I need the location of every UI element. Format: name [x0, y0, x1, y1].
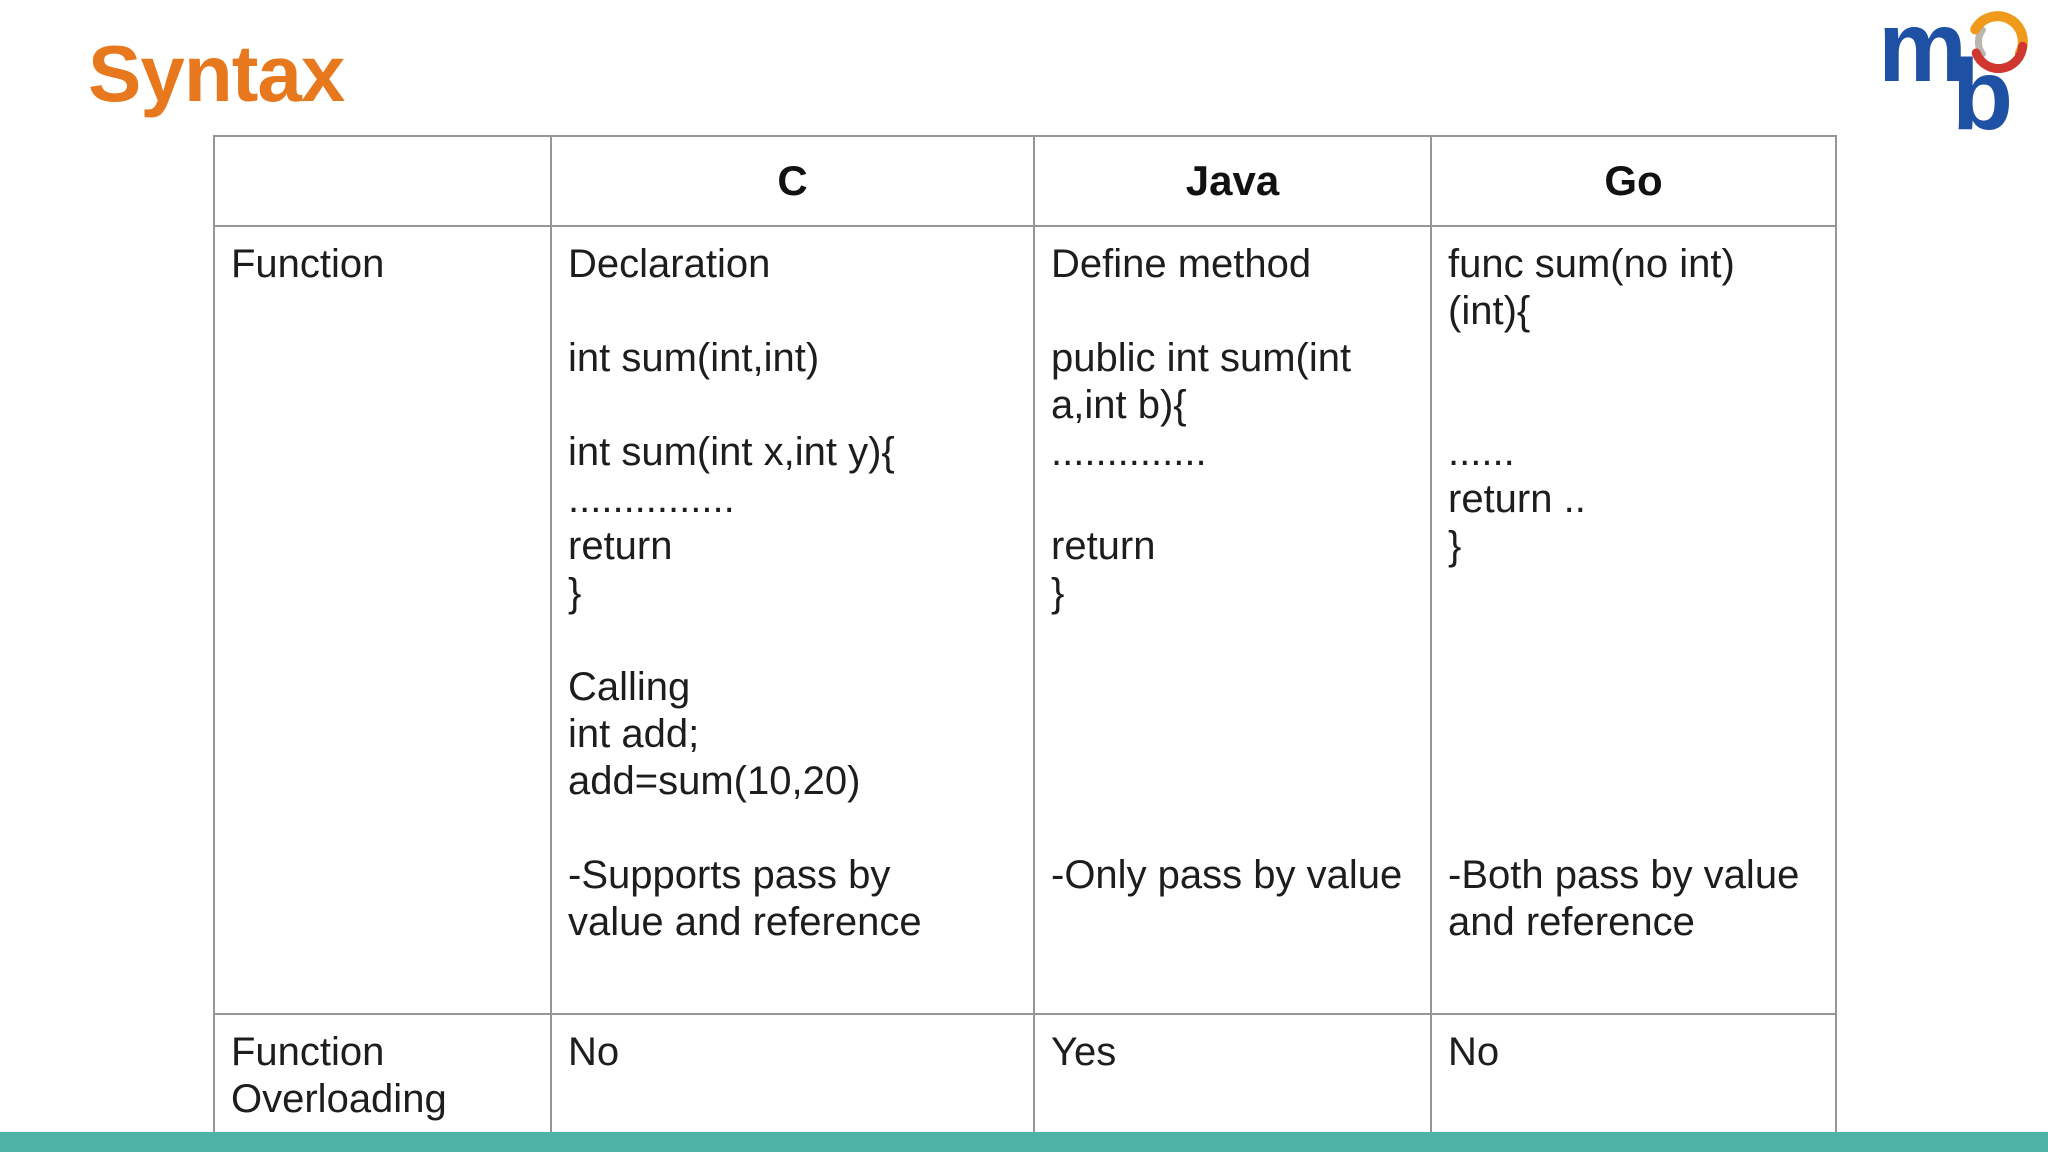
- table-row-function-overloading: Function Overloading No Yes No: [213, 1013, 1837, 1149]
- column-header-java: Java: [1033, 135, 1432, 227]
- column-header-c: C: [550, 135, 1035, 227]
- cell-function-c: Declaration int sum(int,int) int sum(int…: [550, 225, 1035, 1015]
- column-header-blank: [213, 135, 552, 227]
- syntax-comparison-table: C Java Go Function Declaration int sum(i…: [213, 135, 1837, 1149]
- logo-swirl-icon: [1970, 11, 2028, 74]
- footer-accent-bar: [0, 1132, 2048, 1152]
- cell-overloading-go: No: [1430, 1013, 1837, 1149]
- header-row: C Java Go: [213, 135, 1837, 227]
- brand-logo-graphic: m b: [1878, 0, 2028, 151]
- row-label-function-overloading: Function Overloading: [213, 1013, 552, 1149]
- slide-title: Syntax: [88, 29, 345, 118]
- cell-overloading-c: No: [550, 1013, 1035, 1149]
- cell-function-go: func sum(no int) (int){ ...... return ..…: [1430, 225, 1837, 1015]
- cell-function-java: Define method public int sum(int a,int b…: [1033, 225, 1432, 1015]
- column-header-go: Go: [1430, 135, 1837, 227]
- table-row-function: Function Declaration int sum(int,int) in…: [213, 225, 1837, 1015]
- row-label-function: Function: [213, 225, 552, 1015]
- logo-letter-m: m: [1878, 8, 1967, 103]
- brand-logo: m b: [1878, 0, 2036, 151]
- cell-overloading-java: Yes: [1033, 1013, 1432, 1149]
